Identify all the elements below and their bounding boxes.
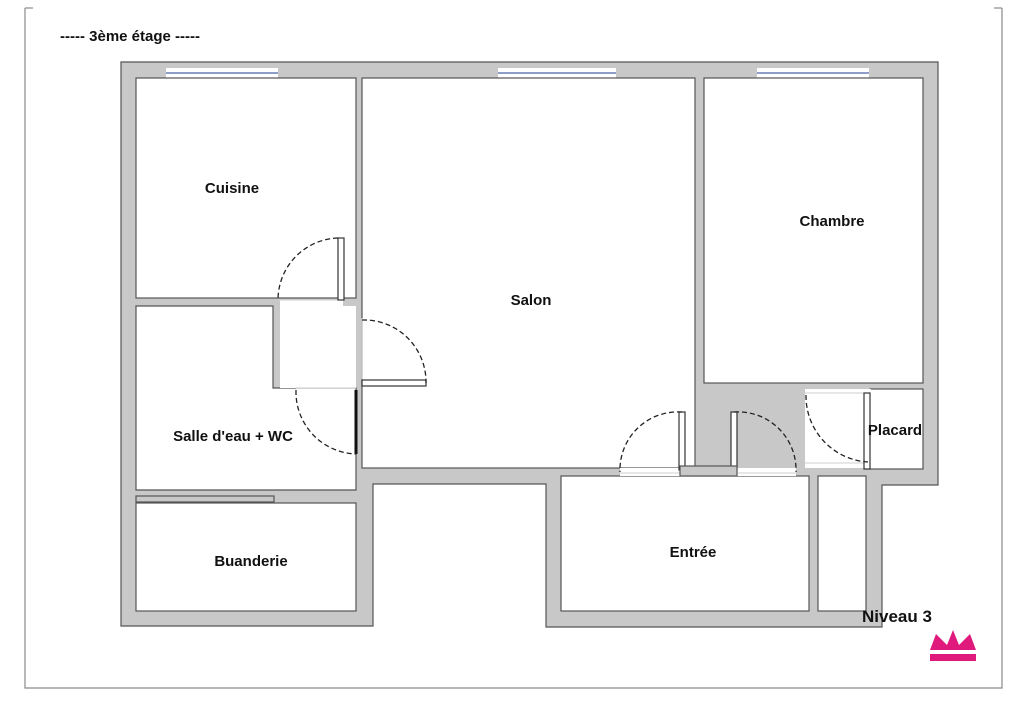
level-label: Niveau 3	[862, 607, 932, 626]
label-chambre: Chambre	[799, 213, 864, 230]
room-cuisine	[135, 77, 357, 299]
door-swing-salon	[361, 319, 427, 384]
wall-details	[135, 465, 738, 503]
label-salle-eau: Salle d'eau + WC	[173, 428, 293, 445]
door-swing-salle-eau	[295, 389, 357, 455]
label-entree: Entrée	[670, 544, 717, 561]
label-cuisine: Cuisine	[205, 180, 259, 197]
door-leaf-salon	[361, 379, 427, 387]
label-placard: Placard	[868, 422, 922, 439]
door-swing-placard	[805, 394, 869, 463]
door-swing-chambre-entree	[733, 411, 797, 473]
door-swing-salon-entree	[619, 411, 683, 473]
room-buanderie	[135, 502, 357, 612]
door-leaf-placard	[863, 392, 871, 470]
floor-heading: ----- 3ème étage -----	[60, 28, 200, 45]
corridor	[280, 300, 356, 388]
walls	[120, 61, 939, 628]
room-closet-small	[817, 475, 867, 612]
page-frame	[24, 7, 1003, 689]
room-placard	[869, 388, 924, 470]
door-leaf-chambre-entree	[730, 411, 738, 471]
door-leaf-salon-entree	[678, 411, 686, 471]
crown-icon	[930, 630, 976, 661]
door-leaf-cuisine	[337, 237, 345, 301]
room-salon	[361, 77, 696, 469]
door-swing-cuisine	[277, 237, 339, 301]
room-chambre	[703, 77, 924, 384]
doors	[277, 237, 871, 473]
label-buanderie: Buanderie	[214, 553, 287, 570]
label-salon: Salon	[511, 292, 552, 309]
